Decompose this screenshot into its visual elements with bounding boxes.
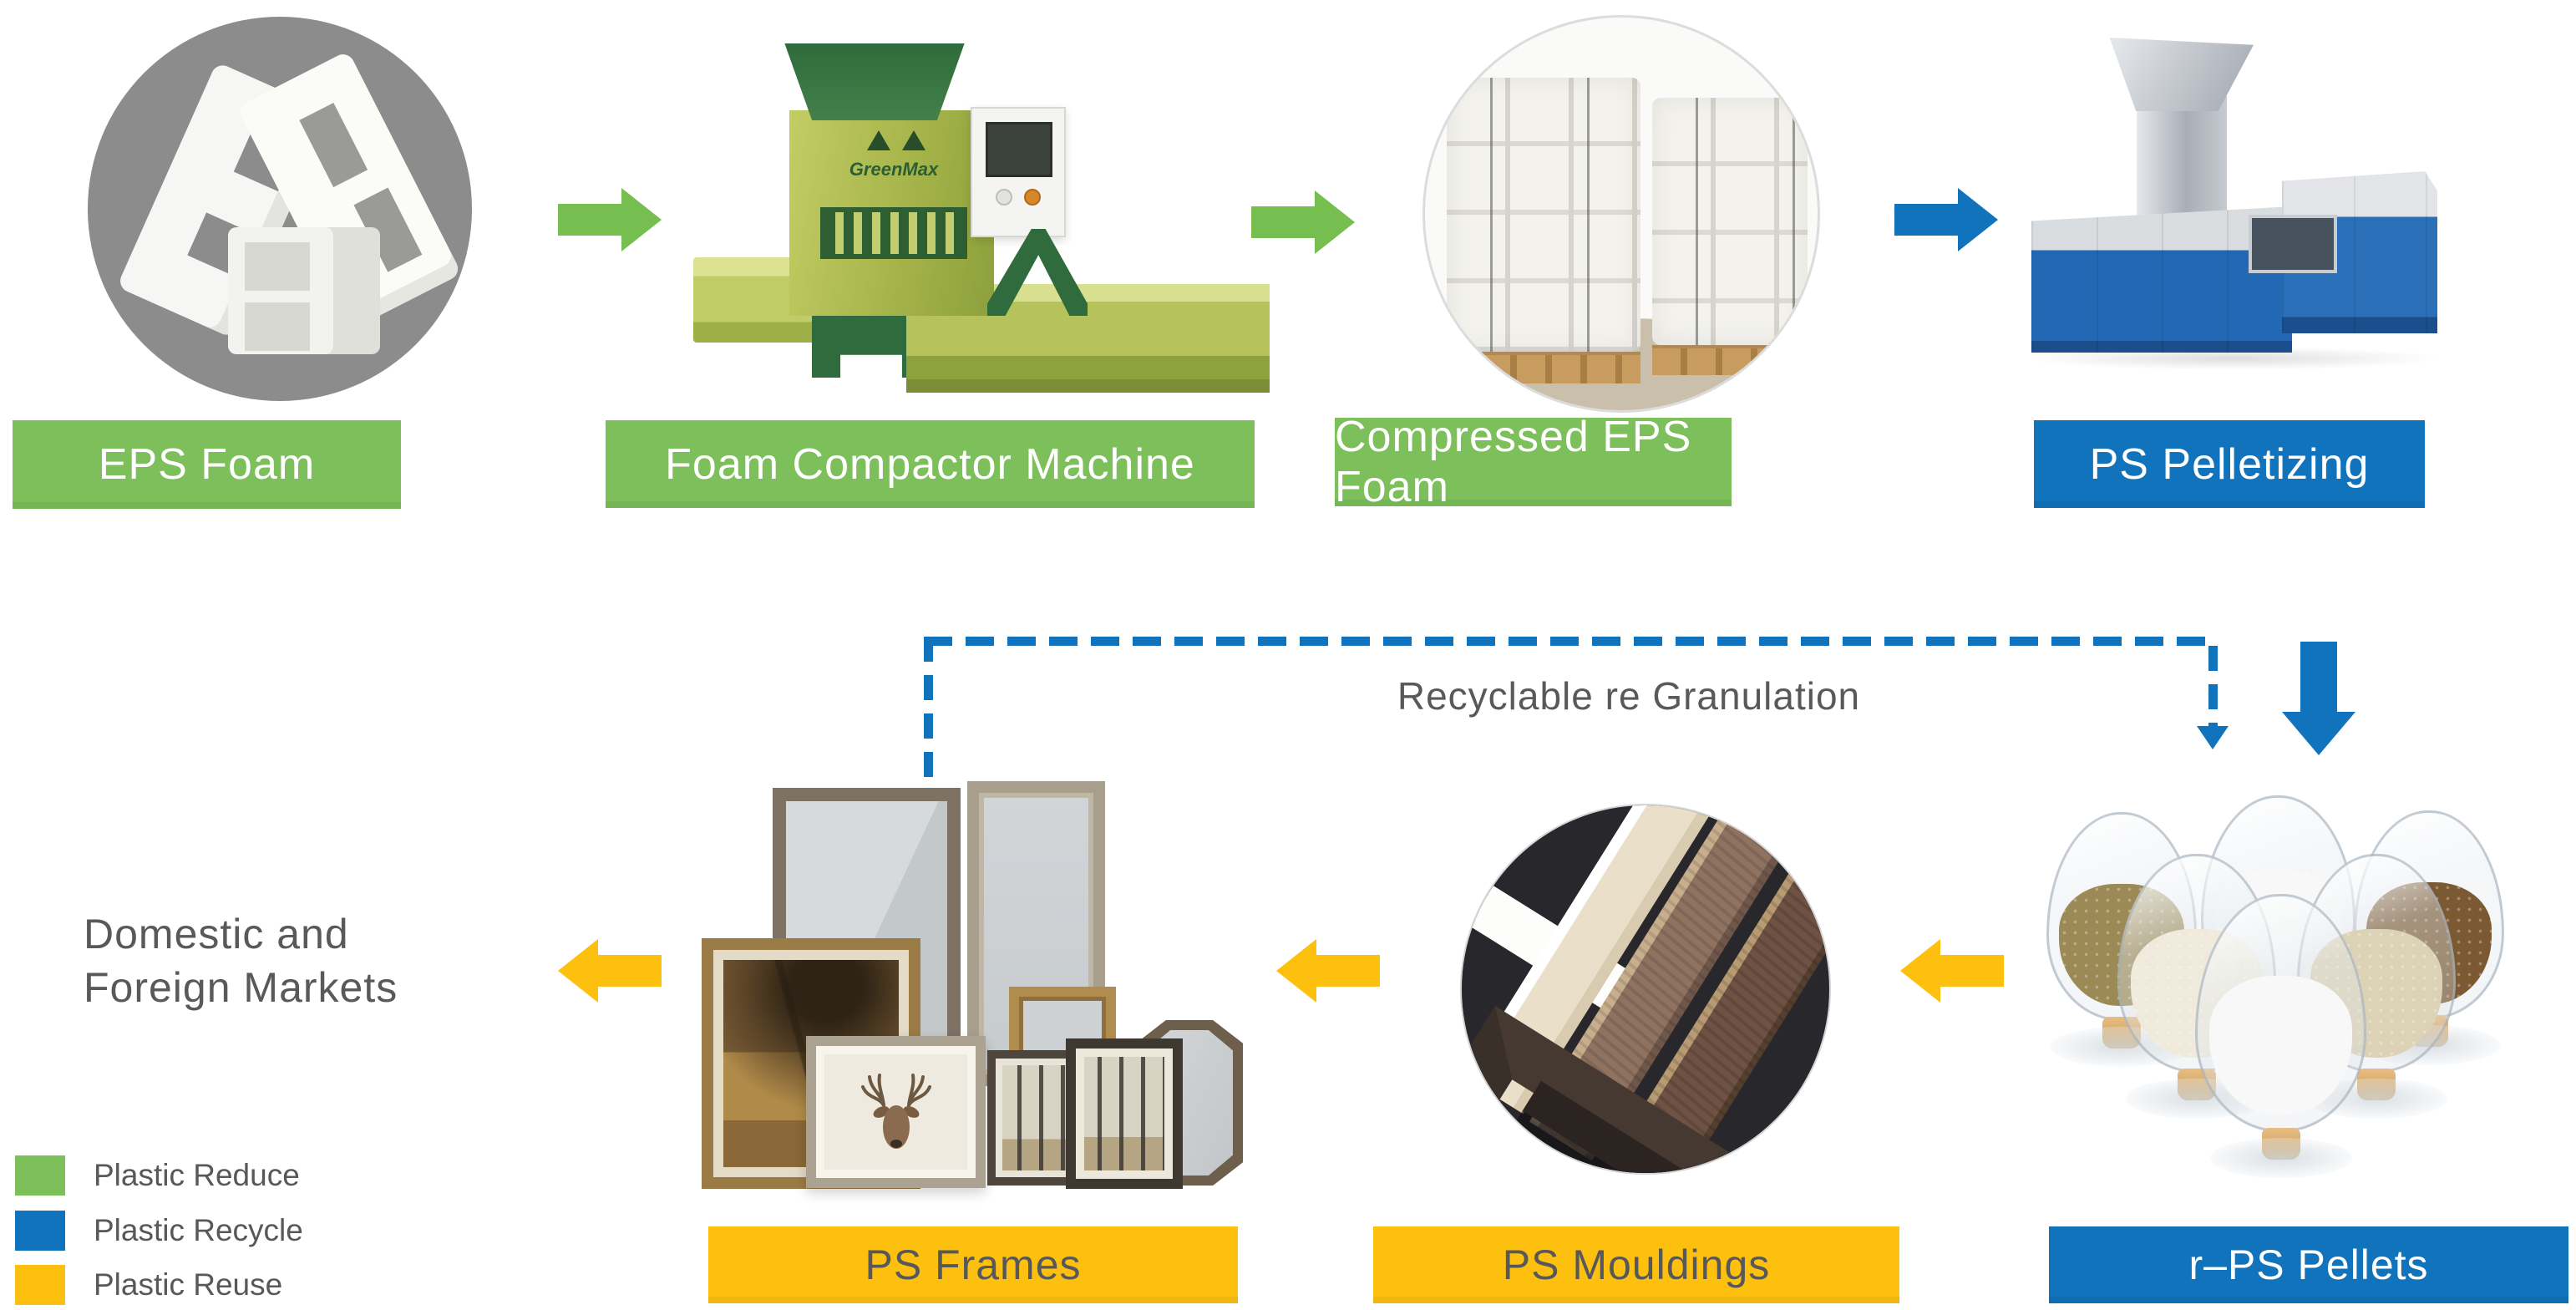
label-ps-pelletizing: PS Pelletizing xyxy=(2034,420,2425,508)
pellet-jar xyxy=(2195,894,2366,1178)
compactor-hopper xyxy=(784,43,965,120)
arrow-shaft xyxy=(558,204,621,236)
arrow-head xyxy=(1900,939,1940,1003)
legend-label: Plastic Recycle xyxy=(94,1213,303,1247)
framed-artwork xyxy=(1066,1038,1183,1189)
arrow-head xyxy=(621,188,662,251)
machine-funnel xyxy=(2109,38,2254,111)
compressed-eps-image xyxy=(1422,15,1820,413)
dashed-arrow-down-icon xyxy=(2197,726,2229,749)
ps-mouldings-image xyxy=(1460,804,1831,1175)
wooden-pallet xyxy=(1652,345,1808,375)
foam-piece xyxy=(228,227,380,354)
legend-label: Plastic Reduce xyxy=(94,1158,300,1192)
market-text-line2: Foreign Markets xyxy=(84,964,398,1011)
legend-item-recycle: Plastic Recycle xyxy=(15,1211,303,1251)
legend-swatch-blue xyxy=(15,1211,65,1251)
dashed-line-vertical-left xyxy=(924,637,933,785)
label-eps-foam: EPS Foam xyxy=(13,420,401,509)
deer-artwork xyxy=(806,1036,986,1188)
bale-stack xyxy=(1652,98,1808,345)
arrow-right-green-icon xyxy=(558,188,662,251)
arrow-head xyxy=(558,939,598,1003)
arrow-head xyxy=(1958,188,1998,251)
arrow-head xyxy=(1276,939,1316,1003)
market-text-line1: Domestic and xyxy=(84,911,349,957)
label-ps-mouldings: PS Mouldings xyxy=(1373,1226,1899,1303)
deer-illustration xyxy=(860,1074,931,1149)
legend-item-reduce: Plastic Reduce xyxy=(15,1155,300,1196)
arrow-shaft xyxy=(1894,204,1958,236)
rps-pellets-image xyxy=(2046,795,2514,1226)
label-compressed-eps: Compressed EPS Foam xyxy=(1335,413,1732,511)
dashed-line-horizontal xyxy=(924,637,2217,646)
legend-swatch-green xyxy=(15,1155,65,1196)
market-text: Domestic and Foreign Markets xyxy=(84,907,398,1014)
arrow-shaft xyxy=(1251,206,1315,238)
pellet-fill xyxy=(2208,975,2353,1116)
legend-swatch-yellow xyxy=(15,1265,65,1305)
machine-logo-text: GreenMax xyxy=(849,159,939,180)
arrow-right-blue-icon xyxy=(1894,188,1998,251)
arrow-head xyxy=(2282,712,2355,755)
arrow-down-blue-icon xyxy=(2282,642,2355,755)
control-screen xyxy=(986,122,1052,177)
foam-compactor-image: GreenMax xyxy=(693,33,1270,393)
label-ps-frames: PS Frames xyxy=(708,1226,1238,1303)
panel-button xyxy=(1024,189,1041,206)
label-foam-compactor: Foam Compactor Machine xyxy=(606,420,1255,508)
arrow-left-yellow-icon xyxy=(1900,939,2004,1003)
ps-frames-image xyxy=(702,781,1245,1191)
warning-triangle-icon xyxy=(867,130,890,150)
arrow-shaft xyxy=(1940,955,2004,987)
warning-triangle-icon xyxy=(902,130,925,150)
compactor-grille xyxy=(820,207,967,259)
legend-label: Plastic Reuse xyxy=(94,1267,283,1302)
ps-pelletizing-machine-image xyxy=(2025,38,2442,372)
arrow-left-yellow-icon xyxy=(1276,939,1380,1003)
legend-item-reuse: Plastic Reuse xyxy=(15,1265,282,1305)
arrow-shaft xyxy=(2300,642,2337,712)
arrow-head xyxy=(1315,190,1355,254)
panel-button xyxy=(996,189,1012,206)
wooden-pallet xyxy=(1447,352,1640,383)
arrow-left-yellow-icon xyxy=(558,939,662,1003)
arrow-shaft xyxy=(598,955,662,987)
bale-stack xyxy=(1447,78,1640,352)
eps-foam-image xyxy=(88,17,472,401)
machine-window xyxy=(2249,215,2337,273)
recyclable-granulation-note: Recyclable re Granulation xyxy=(1397,674,1861,718)
label-rps-pellets: r–PS Pellets xyxy=(2049,1226,2568,1303)
dashed-line-vertical-right xyxy=(2208,646,2218,726)
arrow-shaft xyxy=(1316,955,1380,987)
arrow-right-green-icon xyxy=(1251,190,1355,254)
